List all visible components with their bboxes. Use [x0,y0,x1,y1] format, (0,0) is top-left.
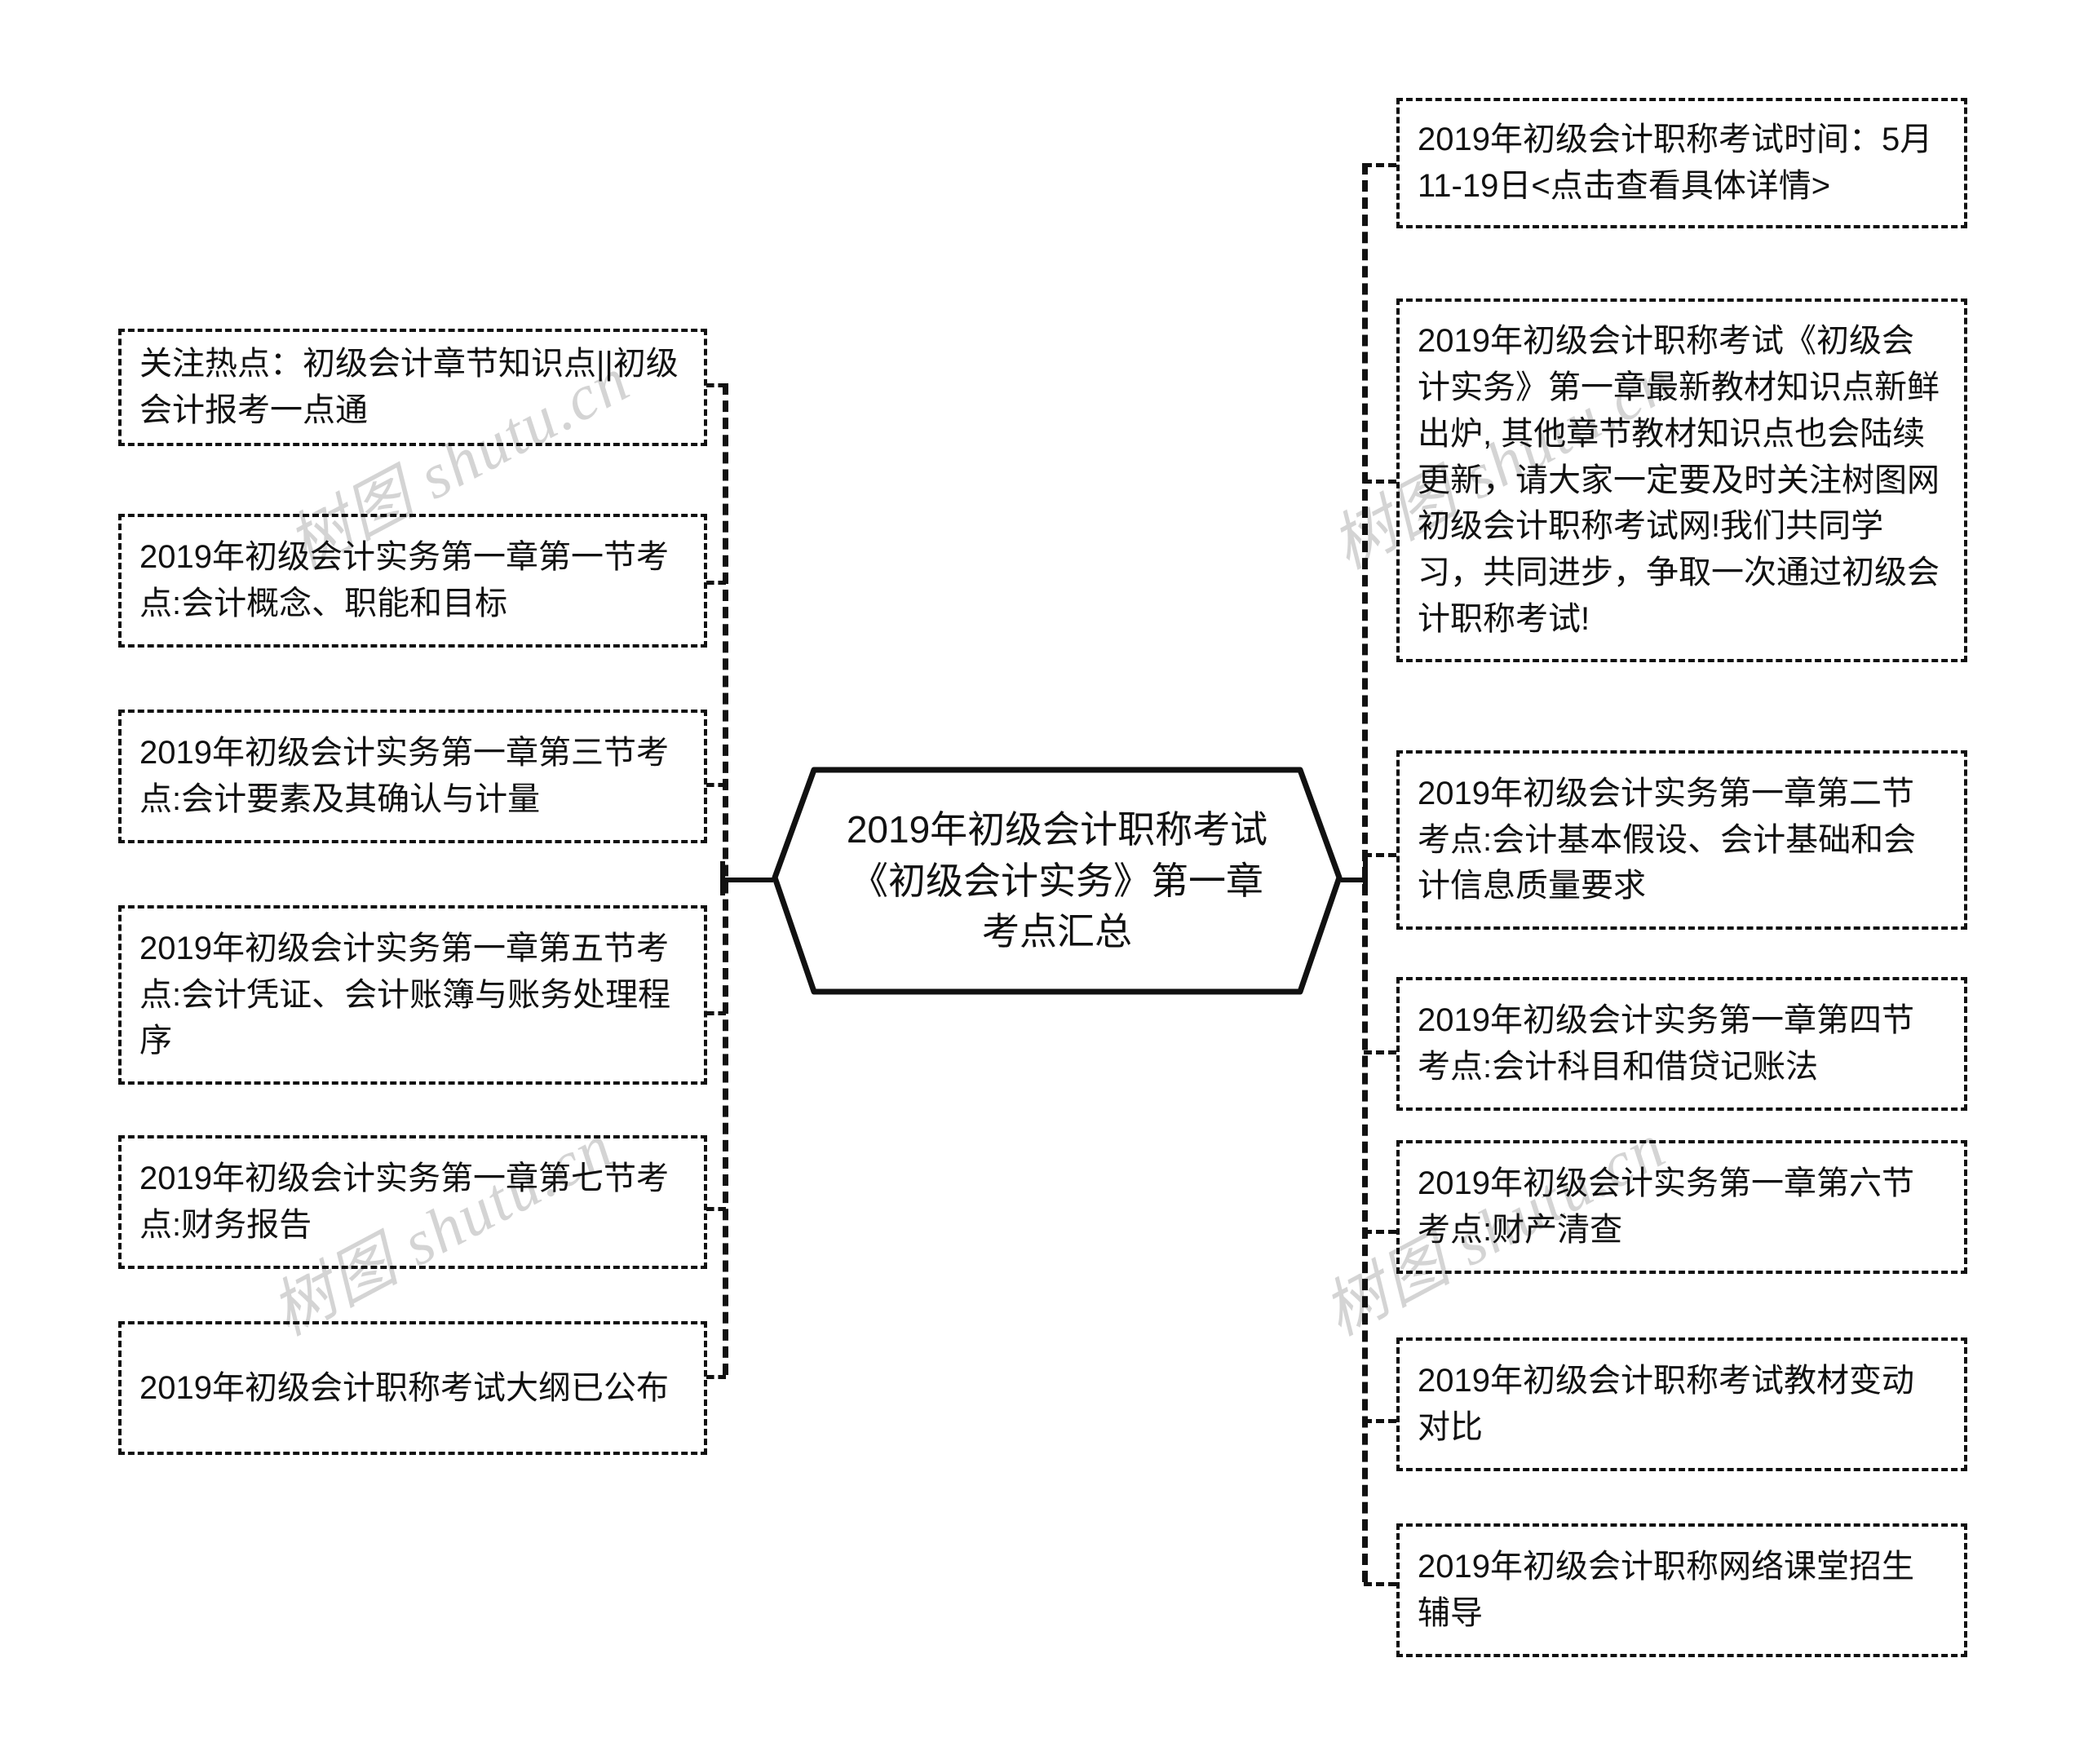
node-label: 2019年初级会计实务第一章第四节考点:会计科目和借贷记账法 [1418,1002,1914,1085]
node-label: 2019年初级会计职称考试《初级会计实务》第一章最新教材知识点新鲜出炉, 其他章… [1418,323,1940,637]
right-connector-stub [1364,1230,1396,1234]
node-label: 2019年初级会计实务第一章第二节考点:会计基本假设、会计基础和会计信息质量要求 [1418,775,1917,904]
right-branch-node[interactable]: 2019年初级会计实务第一章第六节考点:财产清查 [1396,1140,1967,1274]
left-connector-stub [706,1207,726,1211]
left-connector-stub [706,1011,726,1015]
node-label: 关注热点：初级会计章节知识点||初级会计报考一点通 [139,346,679,428]
left-branch-node[interactable]: 2019年初级会计实务第一章第五节考点:会计凭证、会计账簿与账务处理程序 [118,905,707,1085]
left-connector-stub [706,581,726,585]
right-connector-stub [1364,1419,1396,1423]
left-trunk-cap [720,861,725,895]
right-branch-node[interactable]: 2019年初级会计职称考试《初级会计实务》第一章最新教材知识点新鲜出炉, 其他章… [1396,298,1967,662]
left-connector-stub [706,783,726,787]
right-trunk-connector [1341,878,1367,882]
node-label: 2019年初级会计职称网络课堂招生辅导 [1418,1549,1914,1631]
right-branch-node[interactable]: 2019年初级会计实务第一章第四节考点:会计科目和借贷记账法 [1396,977,1967,1111]
left-connector-stub [706,383,726,387]
left-branch-node[interactable]: 2019年初级会计实务第一章第一节考点:会计概念、职能和目标 [118,514,707,648]
right-connector-stub [1364,480,1396,484]
right-connector-stub [1364,1582,1396,1586]
node-label: 2019年初级会计职称考试时间：5月11-19日<点击查看具体详情> [1418,122,1933,204]
left-trunk-connector [723,878,773,882]
node-label: 2019年初级会计实务第一章第六节考点:财产清查 [1418,1165,1914,1248]
left-branch-node[interactable]: 2019年初级会计职称考试大纲已公布 [118,1321,707,1455]
right-connector-stub [1364,853,1396,857]
node-label: 2019年初级会计实务第一章第三节考点:会计要素及其确认与计量 [139,735,669,817]
node-label: 2019年初级会计实务第一章第七节考点:财务报告 [139,1161,669,1243]
central-topic-label: 2019年初级会计职称考试 《初级会计实务》第一章 考点汇总 [846,808,1268,953]
left-branch-node[interactable]: 2019年初级会计实务第一章第三节考点:会计要素及其确认与计量 [118,710,707,843]
right-trunk-cap [1363,861,1368,895]
right-branch-node[interactable]: 2019年初级会计职称网络课堂招生辅导 [1396,1523,1967,1657]
hexagon-shape [772,767,1343,995]
node-label: 2019年初级会计职称考试大纲已公布 [139,1369,669,1406]
left-branch-node[interactable]: 2019年初级会计实务第一章第七节考点:财务报告 [118,1135,707,1269]
left-connector-stub [706,1375,726,1379]
node-label: 2019年初级会计职称考试教材变动对比 [1418,1363,1914,1445]
right-branch-node[interactable]: 2019年初级会计职称考试时间：5月11-19日<点击查看具体详情> [1396,98,1967,228]
node-label: 2019年初级会计实务第一章第一节考点:会计概念、职能和目标 [139,539,669,621]
right-connector-stub [1364,1050,1396,1054]
right-connector-stub [1364,163,1396,167]
right-branch-node[interactable]: 2019年初级会计实务第一章第二节考点:会计基本假设、会计基础和会计信息质量要求 [1396,750,1967,930]
central-topic-node[interactable]: 2019年初级会计职称考试 《初级会计实务》第一章 考点汇总 [772,767,1343,995]
node-label: 2019年初级会计实务第一章第五节考点:会计凭证、会计账簿与账务处理程序 [139,930,671,1059]
right-branch-node[interactable]: 2019年初级会计职称考试教材变动对比 [1396,1337,1967,1471]
left-branch-node[interactable]: 关注热点：初级会计章节知识点||初级会计报考一点通 [118,329,707,446]
